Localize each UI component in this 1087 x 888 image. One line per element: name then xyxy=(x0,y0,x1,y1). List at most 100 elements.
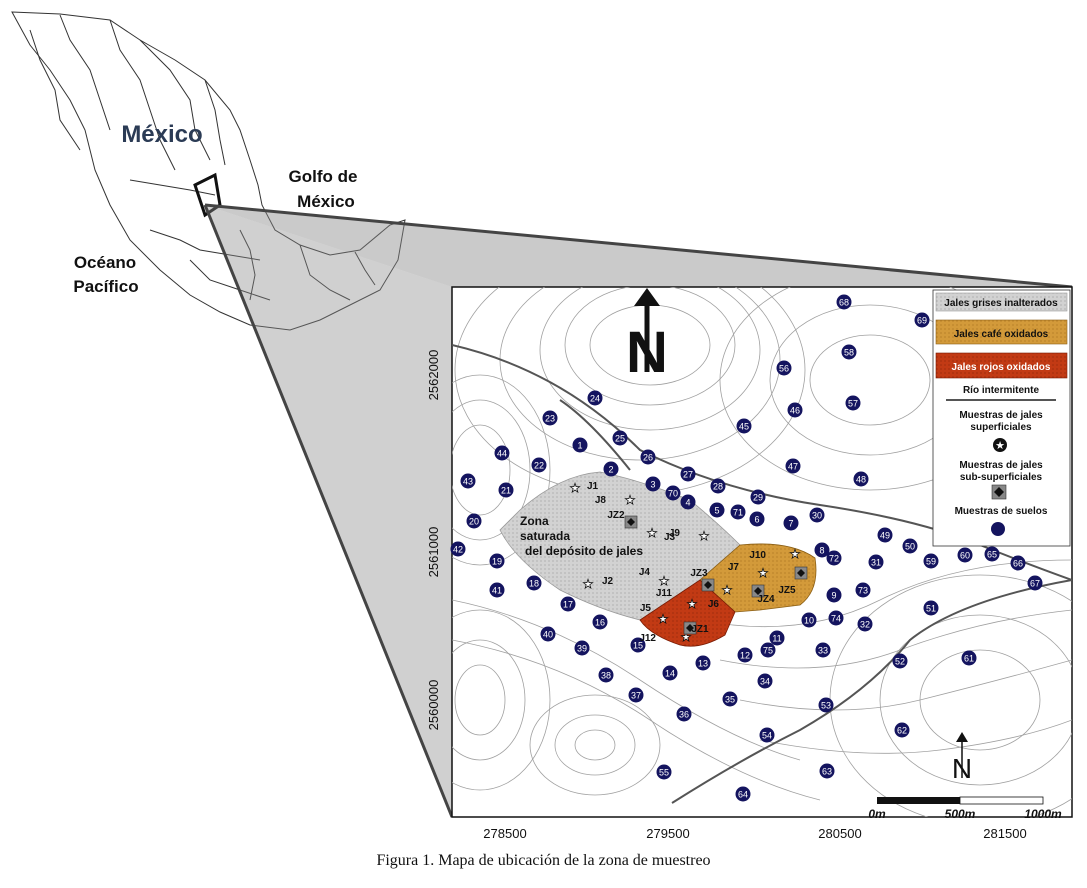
svg-text:★: ★ xyxy=(647,526,658,540)
soil-sample-46: 46 xyxy=(787,402,803,418)
legend-red-label: Jales rojos oxidados xyxy=(952,362,1051,373)
north-letter: N xyxy=(626,320,668,385)
soil-sample-56: 56 xyxy=(776,360,792,376)
svg-text:4: 4 xyxy=(685,498,690,508)
soil-sample-69: 69 xyxy=(914,312,930,328)
svg-text:25: 25 xyxy=(615,434,625,444)
svg-text:19: 19 xyxy=(492,557,502,567)
soil-sample-65: 65 xyxy=(984,546,1000,562)
svg-text:JZ4: JZ4 xyxy=(757,594,775,605)
svg-text:74: 74 xyxy=(831,614,841,624)
soil-sample-28: 28 xyxy=(710,478,726,494)
svg-text:22: 22 xyxy=(534,461,544,471)
svg-text:5: 5 xyxy=(714,506,719,516)
mexico-map xyxy=(11,11,406,331)
svg-text:33: 33 xyxy=(818,646,828,656)
svg-text:30: 30 xyxy=(812,511,822,521)
soil-sample-62: 62 xyxy=(894,722,910,738)
svg-text:44: 44 xyxy=(497,449,507,459)
soil-sample-14: 14 xyxy=(662,665,678,681)
soil-sample-1: 1 xyxy=(572,437,588,453)
tailing-subsurface-JZ3: JZ3 xyxy=(690,568,715,592)
svg-text:★: ★ xyxy=(758,566,769,580)
legend-soil-label: Muestras de suelos xyxy=(955,506,1048,517)
svg-text:16: 16 xyxy=(595,618,605,628)
soil-sample-8: 8 xyxy=(814,542,830,558)
scale-bar-black xyxy=(877,797,960,804)
svg-text:28: 28 xyxy=(713,482,723,492)
svg-text:37: 37 xyxy=(631,691,641,701)
legend-river-label: Río intermitente xyxy=(963,385,1040,396)
soil-sample-25: 25 xyxy=(612,430,628,446)
soil-sample-71: 71 xyxy=(730,504,746,520)
svg-text:43: 43 xyxy=(463,477,473,487)
soil-sample-59: 59 xyxy=(923,553,939,569)
svg-text:69: 69 xyxy=(917,316,927,326)
svg-text:9: 9 xyxy=(831,591,836,601)
legend-surface-label-2: superficiales xyxy=(970,422,1032,433)
soil-sample-36: 36 xyxy=(676,706,692,722)
svg-text:J5: J5 xyxy=(640,603,652,614)
svg-text:55: 55 xyxy=(659,768,669,778)
zone-label-2: saturada xyxy=(520,529,570,543)
svg-text:11: 11 xyxy=(772,634,781,644)
svg-text:54: 54 xyxy=(762,731,772,741)
tailing-surface-J10: ★J10 xyxy=(749,547,800,562)
svg-text:★: ★ xyxy=(699,529,710,543)
svg-text:49: 49 xyxy=(880,531,890,541)
soil-sample-53: 53 xyxy=(818,697,834,713)
svg-text:JZ2: JZ2 xyxy=(607,510,625,521)
legend-grey-label: Jales grises inalterados xyxy=(944,298,1058,309)
svg-text:23: 23 xyxy=(545,414,555,424)
svg-text:18: 18 xyxy=(529,579,539,589)
svg-text:JZ3: JZ3 xyxy=(690,568,708,579)
tailing-surface-J5: ★J5 xyxy=(640,603,669,626)
scale-label-0: 0m xyxy=(868,807,886,821)
soil-sample-66: 66 xyxy=(1010,555,1026,571)
svg-text:42: 42 xyxy=(453,545,463,555)
svg-text:24: 24 xyxy=(590,394,600,404)
tailing-surface-J1: ★ J1 xyxy=(569,481,599,496)
svg-text:57: 57 xyxy=(848,399,858,409)
tailing-subsurface-JZ5: JZ5 xyxy=(778,566,808,596)
x-tick-278500: 278500 xyxy=(483,826,526,841)
svg-text:6: 6 xyxy=(754,515,759,525)
svg-text:65: 65 xyxy=(987,550,997,560)
soil-sample-2: 2 xyxy=(603,461,619,477)
tailing-surface-J12: ★ J12 xyxy=(639,630,692,645)
svg-text:J6: J6 xyxy=(708,599,720,610)
svg-text:J3: J3 xyxy=(664,532,676,543)
soil-sample-18: 18 xyxy=(526,575,542,591)
svg-text:★: ★ xyxy=(681,630,692,644)
soil-sample-33: 33 xyxy=(815,642,831,658)
svg-text:★: ★ xyxy=(722,583,733,597)
north-letter-small: N xyxy=(952,753,972,784)
grey-tailings-area xyxy=(499,471,741,621)
svg-text:17: 17 xyxy=(563,600,573,610)
svg-text:8: 8 xyxy=(819,546,824,556)
svg-text:JZ1: JZ1 xyxy=(691,624,709,635)
gulf-label-1: Golfo de xyxy=(289,167,358,186)
ocean-label-2: Pacífico xyxy=(73,277,138,296)
tailing-surface-J9: ★J9 xyxy=(669,528,710,543)
scale-label-500: 500m xyxy=(945,807,976,821)
soil-sample-48: 48 xyxy=(853,471,869,487)
svg-text:★: ★ xyxy=(570,481,581,495)
svg-text:75: 75 xyxy=(763,646,773,656)
svg-text:J1: J1 xyxy=(587,481,599,492)
svg-text:JZ5: JZ5 xyxy=(778,585,796,596)
brown-tailings-area xyxy=(699,543,817,613)
svg-text:26: 26 xyxy=(643,453,653,463)
svg-text:27: 27 xyxy=(683,470,693,480)
soil-sample-37: 37 xyxy=(628,687,644,703)
svg-text:50: 50 xyxy=(905,542,915,552)
soil-sample-6: 6 xyxy=(749,511,765,527)
soil-sample-13: 13 xyxy=(695,655,711,671)
svg-text:★: ★ xyxy=(659,574,670,588)
zone-label-3: del depósito de jales xyxy=(525,544,643,558)
svg-text:J10: J10 xyxy=(749,550,766,561)
soil-sample-61: 61 xyxy=(961,650,977,666)
svg-text:J12: J12 xyxy=(639,633,656,644)
legend-subsurface-label-2: sub-superficiales xyxy=(960,472,1043,483)
soil-sample-21: 21 xyxy=(498,482,514,498)
